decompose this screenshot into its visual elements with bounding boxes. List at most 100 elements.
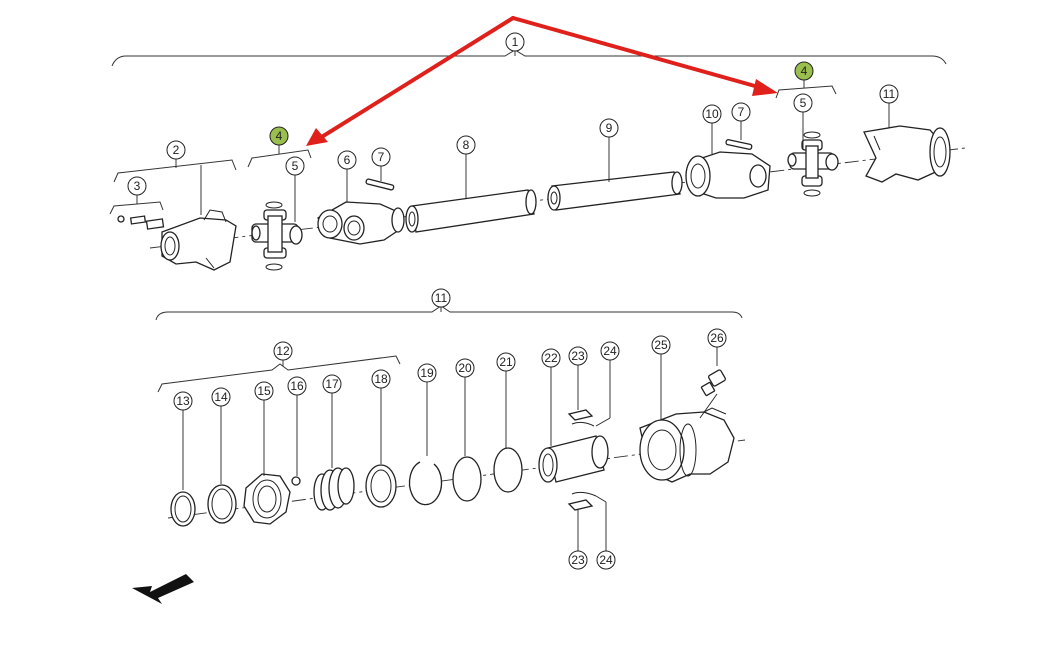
- callout-23-top: 23: [568, 346, 588, 366]
- part-17-spring: [313, 467, 355, 511]
- callout-4-left-label: 4: [276, 129, 283, 143]
- part-24-spring-clip-bottom: [571, 491, 597, 497]
- callout-26-label: 26: [710, 331, 724, 345]
- part-26-grease-nipple: [700, 369, 726, 397]
- callout-11-lower-label: 11: [435, 291, 448, 305]
- callout-24-bottom: 24: [596, 550, 616, 570]
- part-8-outer-tube: [405, 189, 537, 233]
- direction-arrow-icon: [132, 574, 194, 604]
- part-20-washer: [452, 456, 482, 502]
- bracket-group-3: [109, 201, 164, 215]
- part-14-ring: [207, 484, 237, 524]
- part-13-ring: [170, 491, 196, 527]
- callout-13-label: 13: [176, 394, 190, 408]
- bracket-assembly-11: [155, 305, 743, 321]
- callout-22: 22: [541, 348, 561, 368]
- callout-20: 20: [455, 358, 475, 378]
- part-10-rear-yoke: [685, 151, 771, 199]
- callout-25: 25: [651, 335, 671, 355]
- callout-11-lower: 11: [431, 288, 451, 308]
- part-22-hub: [538, 435, 609, 483]
- callout-6-label: 6: [344, 153, 351, 167]
- callout-12-label: 12: [276, 344, 290, 358]
- bracket-group-2: [113, 159, 237, 183]
- part-23-key-bottom: [567, 499, 594, 511]
- callout-18: 18: [371, 369, 391, 389]
- callout-23-bottom-label: 23: [571, 553, 585, 567]
- part-5-cross-journal-left: [251, 201, 303, 271]
- callout-23-top-label: 23: [571, 349, 585, 363]
- callout-3-label: 3: [134, 179, 141, 193]
- callout-5-right: 5: [793, 93, 813, 113]
- callout-22-label: 22: [544, 351, 558, 365]
- callout-16-label: 16: [290, 379, 304, 393]
- callout-19: 19: [417, 363, 437, 383]
- leader-lines: [136, 51, 890, 551]
- highlight-arrows: [306, 16, 778, 146]
- callout-16: 16: [287, 376, 307, 396]
- callout-21-label: 21: [499, 355, 513, 369]
- callout-7-right-label: 7: [738, 105, 745, 119]
- part-7-pin-left: [365, 178, 395, 191]
- callout-2: 2: [166, 140, 186, 160]
- callout-25-label: 25: [654, 338, 668, 352]
- part-23-key-top: [567, 409, 594, 421]
- part-15-bearing-ring: [243, 473, 291, 525]
- part-7-pin-right: [725, 139, 753, 150]
- part-9-inner-tube: [547, 171, 683, 211]
- callout-9-label: 9: [606, 121, 613, 135]
- callout-20-label: 20: [458, 361, 472, 375]
- callout-17-label: 17: [325, 377, 339, 391]
- callout-19-label: 19: [420, 366, 434, 380]
- callout-2-label: 2: [173, 143, 180, 157]
- callout-11-upper: 11: [879, 84, 899, 104]
- callout-4-right: 4: [794, 61, 814, 81]
- callout-15: 15: [254, 381, 274, 401]
- callout-10-label: 10: [705, 107, 719, 121]
- bracket-group-12: [157, 355, 401, 393]
- part-3-screw-set: [117, 215, 165, 230]
- callout-7-left: 7: [371, 147, 391, 167]
- callout-12: 12: [273, 341, 293, 361]
- callout-23-bottom: 23: [568, 550, 588, 570]
- part-18-ring: [365, 464, 397, 508]
- callout-7-right: 7: [731, 102, 751, 122]
- callout-4-left: 4: [269, 126, 289, 146]
- part-24-spring-clip-top: [571, 421, 595, 427]
- callout-6: 6: [337, 150, 357, 170]
- bracket-group-4-left: [247, 149, 312, 168]
- callout-5-left: 5: [285, 156, 305, 176]
- callout-24-top-label: 24: [603, 344, 617, 358]
- callout-21: 21: [496, 352, 516, 372]
- callout-11-upper-label: 11: [883, 87, 896, 101]
- callout-4-right-label: 4: [801, 64, 808, 78]
- callout-13: 13: [173, 391, 193, 411]
- part-19-snap-ring: [408, 461, 443, 506]
- callout-9: 9: [599, 118, 619, 138]
- part-2-front-yoke: [160, 209, 237, 271]
- callout-18-label: 18: [374, 372, 388, 386]
- part-6-inner-yoke: [317, 201, 405, 245]
- callout-24-top: 24: [600, 341, 620, 361]
- callout-1: 1: [505, 32, 525, 52]
- callout-7-left-label: 7: [378, 150, 385, 164]
- callout-14-label: 14: [214, 390, 228, 404]
- part-5-cross-journal-right: [787, 131, 839, 197]
- callout-8: 8: [456, 135, 476, 155]
- part-25-clutch-yoke: [639, 407, 735, 483]
- bracket-assembly-1: [111, 49, 947, 67]
- callout-8-label: 8: [463, 138, 470, 152]
- part-16-ball: [291, 476, 301, 486]
- callout-17: 17: [322, 374, 342, 394]
- callout-1-label: 1: [512, 35, 519, 49]
- callout-15-label: 15: [257, 384, 271, 398]
- callout-26: 26: [707, 328, 727, 348]
- callout-24-bottom-label: 24: [599, 553, 613, 567]
- callout-3: 3: [127, 176, 147, 196]
- callout-10: 10: [702, 104, 722, 124]
- callout-5-left-label: 5: [292, 159, 299, 173]
- part-21-washer: [493, 447, 523, 493]
- callout-14: 14: [211, 387, 231, 407]
- callout-5-right-label: 5: [800, 96, 807, 110]
